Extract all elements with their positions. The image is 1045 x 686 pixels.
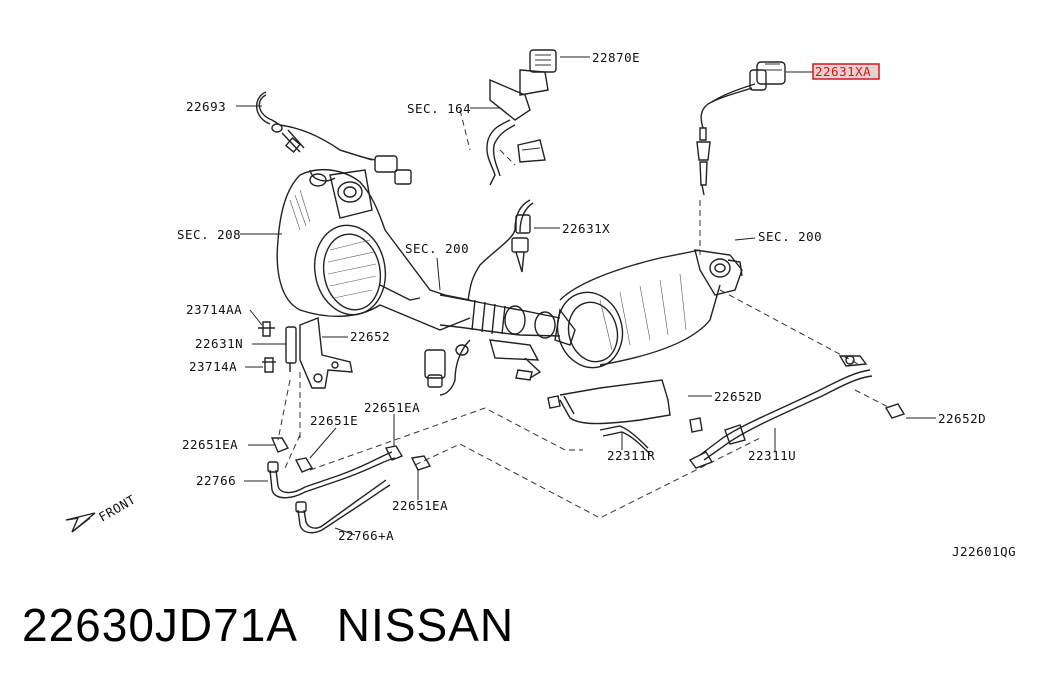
label-22311U: 22311U bbox=[748, 448, 796, 463]
label-22870E: 22870E bbox=[592, 50, 640, 65]
label-22631XA: 22631XA bbox=[815, 64, 871, 79]
highlight-box-22631XA bbox=[812, 63, 880, 80]
pressure-sensor-bracket bbox=[486, 49, 557, 186]
label-22651EA-top: 22651EA bbox=[364, 400, 420, 415]
label-22651EA-bottom: 22651EA bbox=[392, 498, 448, 513]
label-22651EA-left: 22651EA bbox=[182, 437, 238, 452]
front-direction-arrow: FRONT bbox=[65, 492, 138, 533]
label-22652D-middle: 22652D bbox=[714, 389, 762, 404]
label-23714AA: 23714AA bbox=[186, 302, 242, 317]
label-22693: 22693 bbox=[186, 99, 226, 114]
part-labels: 22870E 22631XA 22693 SEC. 164 SEC. 208 S… bbox=[177, 50, 1016, 559]
label-22311R: 22311R bbox=[607, 448, 655, 463]
label-sec-208: SEC. 208 bbox=[177, 227, 241, 242]
catalytic-converter bbox=[276, 169, 471, 331]
oxygen-sensor-22693 bbox=[256, 91, 412, 185]
label-sec-200-middle: SEC. 200 bbox=[405, 241, 469, 256]
leader-lines bbox=[236, 56, 936, 536]
label-22652D-right: 22652D bbox=[938, 411, 986, 426]
label-22652: 22652 bbox=[350, 329, 390, 344]
label-23714A: 23714A bbox=[189, 359, 237, 374]
label-22766A: 22766+A bbox=[338, 528, 394, 543]
label-22651E: 22651E bbox=[310, 413, 358, 428]
sensor-hoses bbox=[267, 437, 432, 534]
assembly-dashed-lines bbox=[277, 109, 891, 519]
diagram-reference-code: J22601QG bbox=[952, 544, 1016, 559]
sensor-tubes bbox=[515, 355, 906, 469]
front-label: FRONT bbox=[96, 492, 138, 525]
exhaust-sensor-22631X bbox=[424, 199, 534, 396]
diesel-particulate-filter bbox=[554, 249, 743, 369]
label-22631N: 22631N bbox=[195, 336, 243, 351]
label-22766: 22766 bbox=[196, 473, 236, 488]
flex-pipe bbox=[439, 294, 561, 379]
bracket-22652 bbox=[258, 317, 353, 389]
part-number-caption: 22630JD71A NISSAN bbox=[22, 599, 515, 651]
label-22631X: 22631X bbox=[562, 221, 610, 236]
exhaust-sensor-22631XA bbox=[696, 61, 786, 196]
label-sec-200-right: SEC. 200 bbox=[758, 229, 822, 244]
label-sec-164: SEC. 164 bbox=[407, 101, 471, 116]
